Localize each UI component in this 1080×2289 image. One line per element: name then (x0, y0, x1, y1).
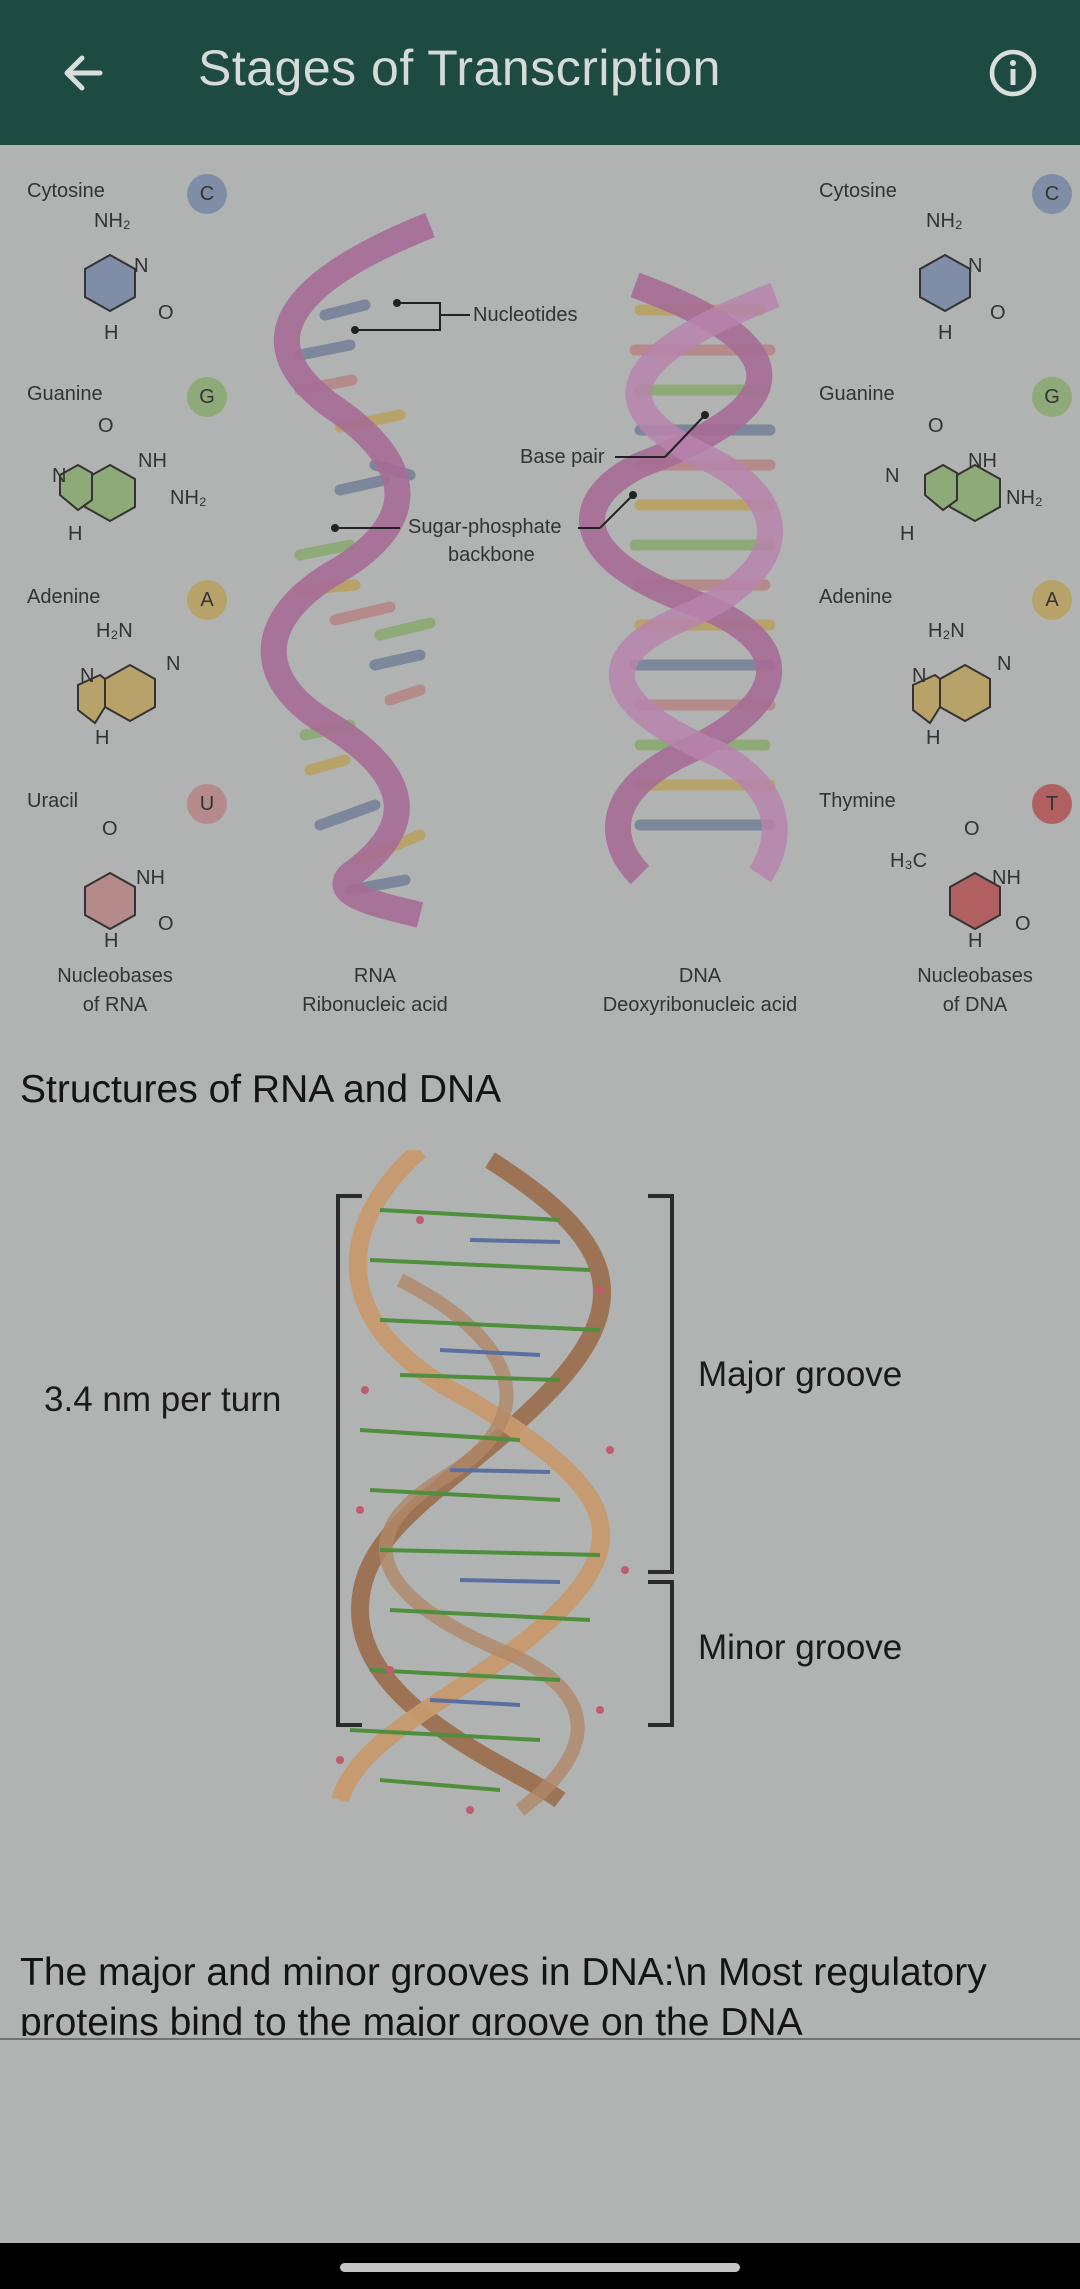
dna-double-helix-illustration (331, 1143, 674, 1816)
back-button[interactable] (48, 38, 118, 108)
chem-label: H (926, 727, 941, 749)
arrow-back-icon (64, 55, 103, 91)
caption-line: Deoxyribonucleic acid (602, 994, 798, 1016)
chem-label: NH (138, 450, 167, 472)
caption-dna: DNA Deoxyribonucleic acid (580, 962, 820, 1020)
base-name: Cytosine (27, 180, 105, 202)
base-badge: A (187, 580, 227, 620)
major-groove-label: Major groove (698, 1355, 903, 1394)
caption-line: of RNA (82, 994, 148, 1016)
section-title: Structures of RNA and DNA (20, 1068, 502, 1111)
chem-label: N (997, 653, 1012, 675)
chem-label: NH₂ (926, 210, 963, 232)
base-badge: A (1032, 580, 1072, 620)
caption-line: of DNA (942, 994, 1008, 1016)
chem-label: O (1015, 913, 1031, 935)
chem-label: H (68, 523, 83, 545)
description-text: The major and minor grooves in DNA:\n Mo… (20, 1951, 987, 2036)
base-badge: C (1032, 174, 1072, 214)
chem-label: N (80, 665, 95, 687)
base-badge: T (1032, 784, 1072, 824)
chem-label: NH (968, 450, 997, 472)
chem-label: NH (992, 867, 1021, 889)
base-name: Cytosine (819, 180, 897, 202)
page-title: Stages of Transcription (198, 40, 721, 96)
chem-label: H₂N (96, 620, 133, 642)
chem-label: H (104, 930, 119, 952)
helix-illustration (59, 212, 1001, 931)
callout-backbone-line1: Sugar-phosphate (408, 516, 562, 538)
chem-label: N (134, 255, 149, 277)
chem-label: O (158, 302, 174, 324)
chem-label: H (104, 322, 119, 344)
caption-line: RNA (353, 965, 397, 987)
app-bar: Stages of Transcription (0, 0, 1080, 145)
chem-label: NH (136, 867, 165, 889)
caption-dna-bases: Nucleobases of DNA (890, 962, 1060, 1020)
minor-groove-label: Minor groove (698, 1628, 903, 1667)
content-divider (0, 2038, 1080, 2040)
chem-label: N (52, 465, 67, 487)
chem-label: H₂N (928, 620, 965, 642)
base-name: Guanine (27, 383, 103, 405)
rna-dna-figure: NH₂ N O H O NH NH₂ N H H₂N N N H O NH O … (0, 145, 1080, 1025)
callout-nucleotides: Nucleotides (473, 304, 578, 326)
caption-line: Ribonucleic acid (302, 994, 448, 1016)
chem-label: H (938, 322, 953, 344)
callout-base-pair: Base pair (520, 446, 605, 468)
chem-label: NH₂ (94, 210, 131, 232)
base-badge: G (1032, 377, 1072, 417)
base-badge: C (187, 174, 227, 214)
info-button[interactable] (978, 38, 1048, 108)
caption-rna: RNA Ribonucleic acid (285, 962, 465, 1020)
callout-backbone: Sugar-phosphate backbone (408, 513, 561, 569)
chem-label: O (928, 415, 944, 437)
base-name: Adenine (27, 586, 101, 608)
callout-backbone-line2: backbone (448, 544, 535, 566)
chem-label: O (158, 913, 174, 935)
base-badge: U (187, 784, 227, 824)
caption-line: Nucleobases (57, 965, 173, 987)
chem-label: N (885, 465, 900, 487)
chem-label: O (964, 818, 980, 840)
base-name: Adenine (819, 586, 893, 608)
dna-grooves-figure: 3.4 nm per turn Major groove Minor groov… (0, 1143, 1080, 1910)
base-name: Uracil (27, 790, 79, 812)
chem-label: N (968, 255, 983, 277)
chem-label: O (990, 302, 1006, 324)
chem-label: NH₂ (170, 487, 207, 509)
caption-rna-bases: Nucleobases of RNA (30, 962, 200, 1020)
base-name: Guanine (819, 383, 895, 405)
caption-line: DNA (678, 965, 722, 987)
home-gesture-handle[interactable] (340, 2263, 740, 2272)
chem-label: H (968, 930, 983, 952)
chem-label: NH₂ (1006, 487, 1043, 509)
chem-label: N (166, 653, 181, 675)
base-badge: G (187, 377, 227, 417)
chem-label: H (900, 523, 915, 545)
info-icon (989, 49, 1037, 97)
caption-line: Nucleobases (917, 965, 1033, 987)
chem-label: O (98, 415, 114, 437)
base-name: Thymine (819, 790, 896, 812)
chem-label: N (912, 665, 927, 687)
chem-label: O (102, 818, 118, 840)
per-turn-label: 3.4 nm per turn (44, 1380, 282, 1419)
chem-label: H₃C (890, 850, 928, 872)
chem-label: H (95, 727, 110, 749)
